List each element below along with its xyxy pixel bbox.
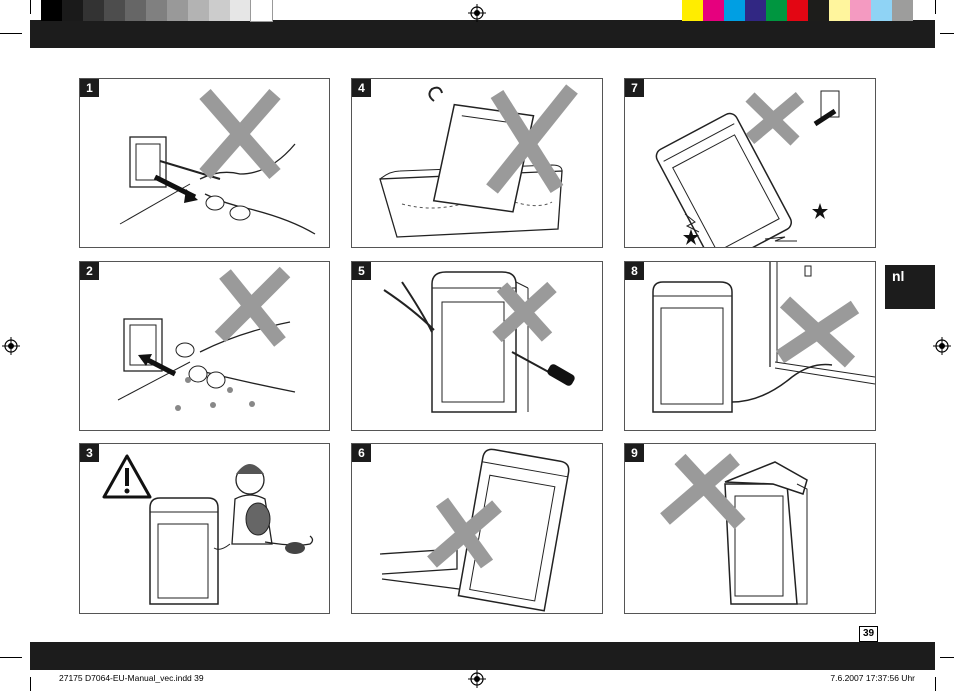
language-tab-label: nl <box>892 268 905 284</box>
panel-number: 6 <box>352 444 371 462</box>
grayscale-swatch <box>41 0 62 21</box>
crop-mark <box>940 657 954 658</box>
crop-mark <box>30 0 31 14</box>
panel-number: 5 <box>352 262 371 280</box>
registration-mark-icon <box>2 337 20 355</box>
panel-number: 3 <box>80 444 99 462</box>
color-swatch <box>724 0 745 21</box>
grayscale-swatch <box>125 0 146 21</box>
color-swatch <box>892 0 913 21</box>
color-strip <box>682 0 913 21</box>
panel-number: 2 <box>80 262 99 280</box>
crop-mark <box>935 0 936 14</box>
panel-6: 6 <box>351 443 603 614</box>
grayscale-swatch <box>62 0 83 21</box>
do-not-place-on-edge-illustration <box>379 448 570 612</box>
grayscale-swatch <box>250 0 273 22</box>
color-swatch <box>745 0 766 21</box>
crop-mark <box>30 677 31 691</box>
panel-2: 2 <box>79 261 330 431</box>
do-not-immerse-illustration <box>379 84 578 238</box>
panel-number: 8 <box>625 262 644 280</box>
unplug-by-cord-illustration <box>119 89 316 235</box>
crop-mark <box>940 33 954 34</box>
color-swatch <box>829 0 850 21</box>
panel-7: 7 <box>624 78 876 248</box>
panel-1: 1 <box>79 78 330 248</box>
panel-8: 8 <box>624 261 876 431</box>
panel-3: 3 <box>79 443 330 614</box>
registration-mark-icon <box>468 4 486 22</box>
footer-file-name: 27175 D7064-EU-Manual_vec.indd 39 <box>59 673 204 683</box>
panel-number: 4 <box>352 79 371 97</box>
panel-9: 9 <box>624 443 876 614</box>
cord-under-door-illustration <box>652 262 875 413</box>
child-warning-illustration <box>102 454 314 605</box>
panel-number: 7 <box>625 79 644 97</box>
color-swatch <box>766 0 787 21</box>
page-number: 39 <box>859 626 878 642</box>
crop-mark <box>935 677 936 691</box>
crop-mark <box>0 657 22 658</box>
color-swatch <box>850 0 871 21</box>
grayscale-swatch <box>188 0 209 21</box>
registration-mark-icon <box>468 670 486 688</box>
do-not-cover-illustration <box>660 453 808 605</box>
color-swatch <box>703 0 724 21</box>
top-bar <box>30 20 935 48</box>
color-swatch <box>808 0 829 21</box>
color-swatch <box>787 0 808 21</box>
bottom-bar <box>30 642 935 670</box>
grayscale-swatch <box>83 0 104 21</box>
wet-hands-illustration <box>117 266 296 411</box>
footer-date-time: 7.6.2007 17:37:56 Uhr <box>830 673 915 683</box>
panel-number: 9 <box>625 444 644 462</box>
grayscale-swatch <box>104 0 125 21</box>
do-not-open-illustration <box>383 271 575 413</box>
grayscale-swatch <box>167 0 188 21</box>
grayscale-strip <box>41 0 273 22</box>
panel-5: 5 <box>351 261 603 431</box>
grayscale-swatch <box>146 0 167 21</box>
grayscale-swatch <box>209 0 230 21</box>
registration-mark-icon <box>933 337 951 355</box>
do-not-tip-over-illustration <box>655 90 840 247</box>
panel-4: 4 <box>351 78 603 248</box>
grayscale-swatch <box>230 0 251 21</box>
crop-mark <box>0 33 22 34</box>
color-swatch <box>871 0 892 21</box>
color-swatch <box>682 0 703 21</box>
panel-number: 1 <box>80 79 99 97</box>
language-tab: nl <box>885 265 935 309</box>
